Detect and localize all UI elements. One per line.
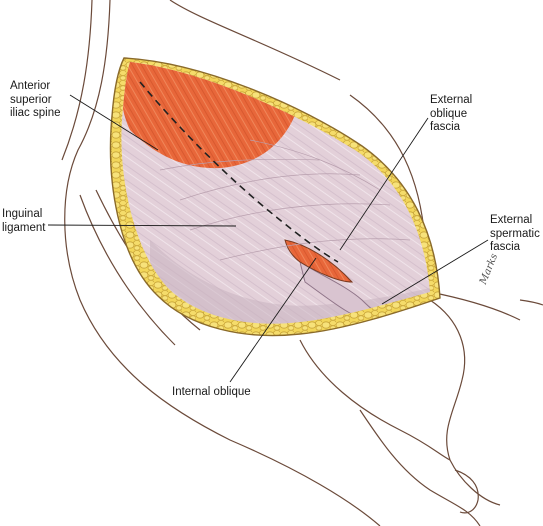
oblique-muscle [121, 62, 300, 169]
leader-asis [69, 94, 159, 151]
incision-field [121, 62, 430, 324]
label-inguinal-ligament: Inguinal ligament [2, 208, 46, 234]
leader-inguinal [47, 224, 237, 227]
leader-lines [47, 94, 489, 383]
label-anterior-superior-iliac-spine: Anterior superior iliac spine [10, 80, 61, 119]
leader-esf [381, 239, 489, 305]
label-external-oblique-fascia: External oblique fascia [430, 94, 473, 133]
label-internal-oblique: Internal oblique [172, 386, 251, 398]
internal-oblique-slit [284, 239, 354, 283]
incision-dashed-line [139, 81, 339, 263]
leader-eof [339, 117, 429, 251]
leader-io [229, 257, 317, 383]
label-external-spermatic-fascia: External spermatic fascia [490, 214, 540, 253]
